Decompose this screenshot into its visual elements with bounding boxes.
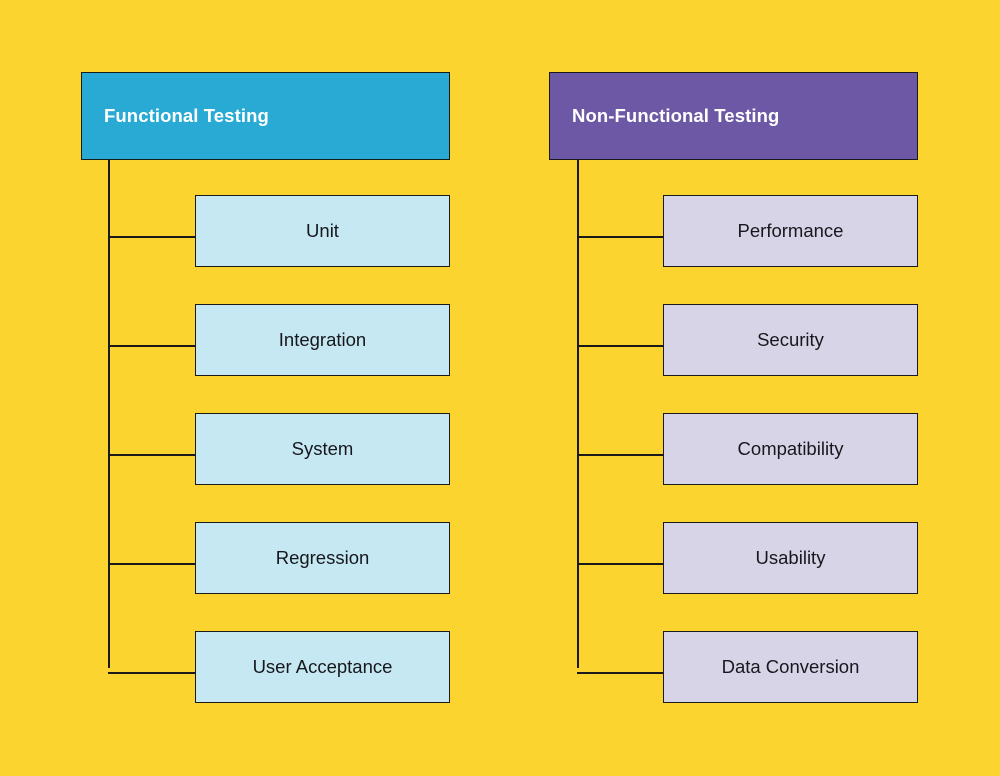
node-usability[interactable]: Usability <box>663 522 918 594</box>
node-integration[interactable]: Integration <box>195 304 450 376</box>
connector-trunk-non-functional <box>577 160 579 668</box>
node-label-integration: Integration <box>278 328 367 350</box>
node-security[interactable]: Security <box>663 304 918 376</box>
node-label-system: System <box>291 437 354 459</box>
connector-trunk-functional <box>108 160 110 668</box>
node-label-compatibility: Compatibility <box>737 437 844 459</box>
node-label-user-acceptance: User Acceptance <box>252 655 393 677</box>
connector-branch-functional-5 <box>108 672 196 674</box>
node-system[interactable]: System <box>195 413 450 485</box>
connector-branch-functional-3 <box>108 454 196 456</box>
node-label-non-functional-testing: Non-Functional Testing <box>572 104 780 126</box>
node-performance[interactable]: Performance <box>663 195 918 267</box>
connector-branch-non-functional-3 <box>577 454 665 456</box>
node-label-functional-testing: Functional Testing <box>104 104 269 126</box>
node-regression[interactable]: Regression <box>195 522 450 594</box>
connector-branch-functional-2 <box>108 345 196 347</box>
connector-branch-non-functional-2 <box>577 345 665 347</box>
node-label-regression: Regression <box>275 546 370 568</box>
node-label-usability: Usability <box>755 546 826 568</box>
node-data-conversion[interactable]: Data Conversion <box>663 631 918 703</box>
node-functional-testing[interactable]: Functional Testing <box>81 72 450 160</box>
connector-branch-non-functional-4 <box>577 563 665 565</box>
node-unit[interactable]: Unit <box>195 195 450 267</box>
node-compatibility[interactable]: Compatibility <box>663 413 918 485</box>
node-user-acceptance[interactable]: User Acceptance <box>195 631 450 703</box>
node-label-performance: Performance <box>737 219 844 241</box>
node-label-security: Security <box>757 328 824 350</box>
node-label-unit: Unit <box>306 219 339 241</box>
node-label-data-conversion: Data Conversion <box>721 655 860 677</box>
connector-branch-functional-1 <box>108 236 196 238</box>
connector-branch-non-functional-5 <box>577 672 665 674</box>
node-non-functional-testing[interactable]: Non-Functional Testing <box>549 72 918 160</box>
connector-branch-functional-4 <box>108 563 196 565</box>
connector-branch-non-functional-1 <box>577 236 665 238</box>
